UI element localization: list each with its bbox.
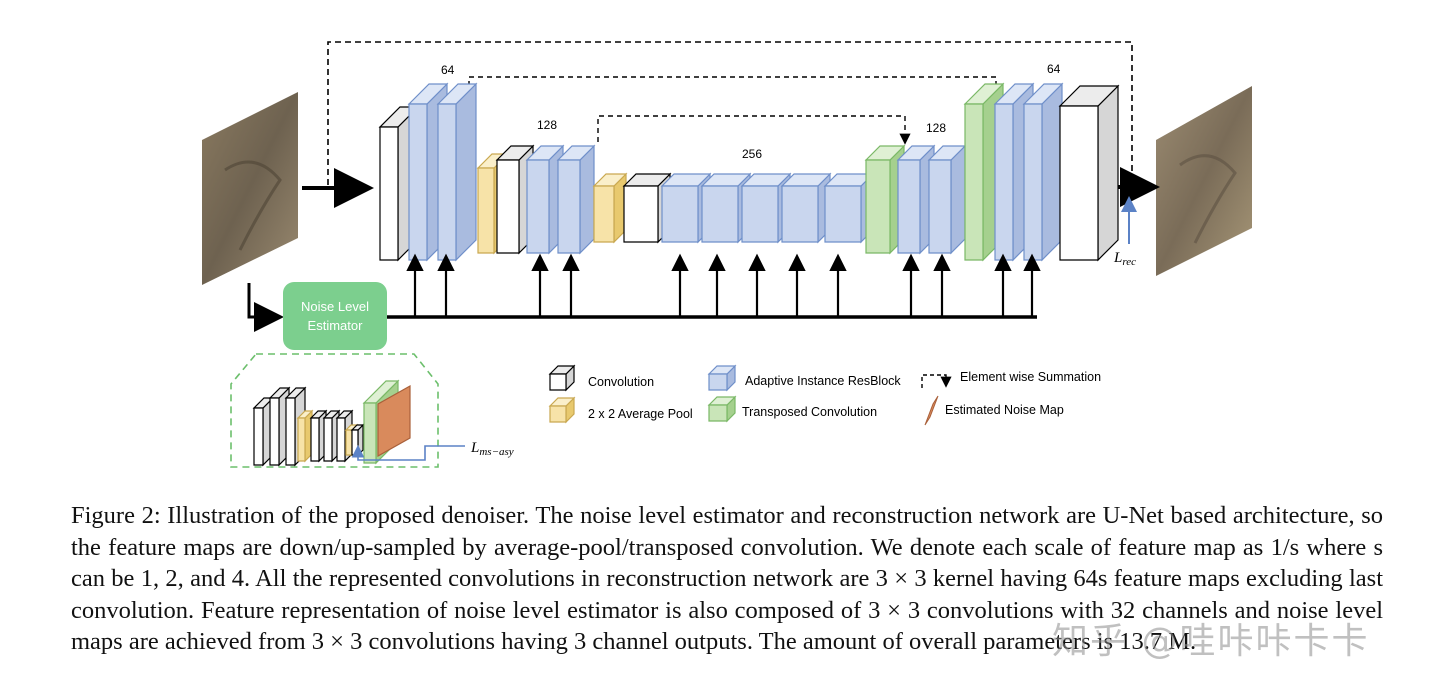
block-conv-20 [1058, 84, 1120, 262]
legend-noise-map: Estimated Noise Map [945, 403, 1064, 417]
label-dec-128: 128 [926, 121, 946, 135]
legend: Convolution 2 x 2 Average Pool Adaptive … [548, 364, 1101, 426]
legend-conv-icon [548, 364, 576, 392]
bus-arrows [406, 253, 1041, 317]
block-res-12 [780, 172, 832, 244]
block-res-2 [436, 82, 478, 262]
legend-avg-pool: 2 x 2 Average Pool [588, 407, 693, 421]
label-mid-256: 256 [742, 147, 762, 161]
figure-caption: Figure 2: Illustration of the proposed d… [71, 500, 1383, 658]
block-res-16 [927, 144, 967, 255]
legend-pool-icon [548, 396, 576, 424]
label-enc-64: 64 [441, 63, 455, 77]
skip-connection-128 [597, 115, 911, 145]
caption-text: Figure 2: Illustration of the proposed d… [71, 502, 1383, 655]
estimator-label-1: Noise Level [301, 299, 369, 314]
legend-summation-icon [921, 374, 952, 388]
legend-summation: Element wise Summation [960, 370, 1101, 384]
estimator-detail-outline [230, 353, 439, 468]
output-image [1156, 86, 1252, 276]
block-pool-7 [592, 172, 628, 244]
label-dec-64: 64 [1047, 62, 1061, 76]
legend-noise-map-icon [924, 395, 939, 426]
global-skip-connection [327, 41, 1139, 194]
legend-convolution: Convolution [588, 375, 654, 389]
legend-res-icon [707, 364, 737, 392]
noise-level-estimator [283, 282, 387, 350]
estimator-detail-blocks [252, 379, 411, 467]
legend-resblock: Adaptive Instance ResBlock [745, 374, 901, 388]
estimator-label-2: Estimator [308, 318, 364, 333]
mini-noise-map [377, 384, 411, 458]
block-res-11 [740, 172, 792, 244]
architecture-figure: Lrec 64 128 256 128 64 Noise Level Estim… [202, 41, 1252, 468]
rec-loss-label: Lrec [1113, 250, 1136, 268]
unet-blocks [378, 82, 1120, 262]
watermark: 知乎 @哇咔咔卡卡 [1052, 621, 1370, 662]
label-enc-128: 128 [537, 118, 557, 132]
input-image [202, 92, 298, 285]
block-res-19 [1022, 82, 1064, 262]
skip-connection-64 [468, 76, 1002, 107]
block-res-6 [556, 144, 596, 255]
ms-loss-label: Lms−asy [470, 440, 514, 458]
ms-loss-arrow [351, 444, 465, 461]
estimator-input-arrow [247, 283, 284, 332]
legend-trans-icon [707, 395, 737, 423]
legend-transposed: Transposed Convolution [742, 405, 877, 419]
